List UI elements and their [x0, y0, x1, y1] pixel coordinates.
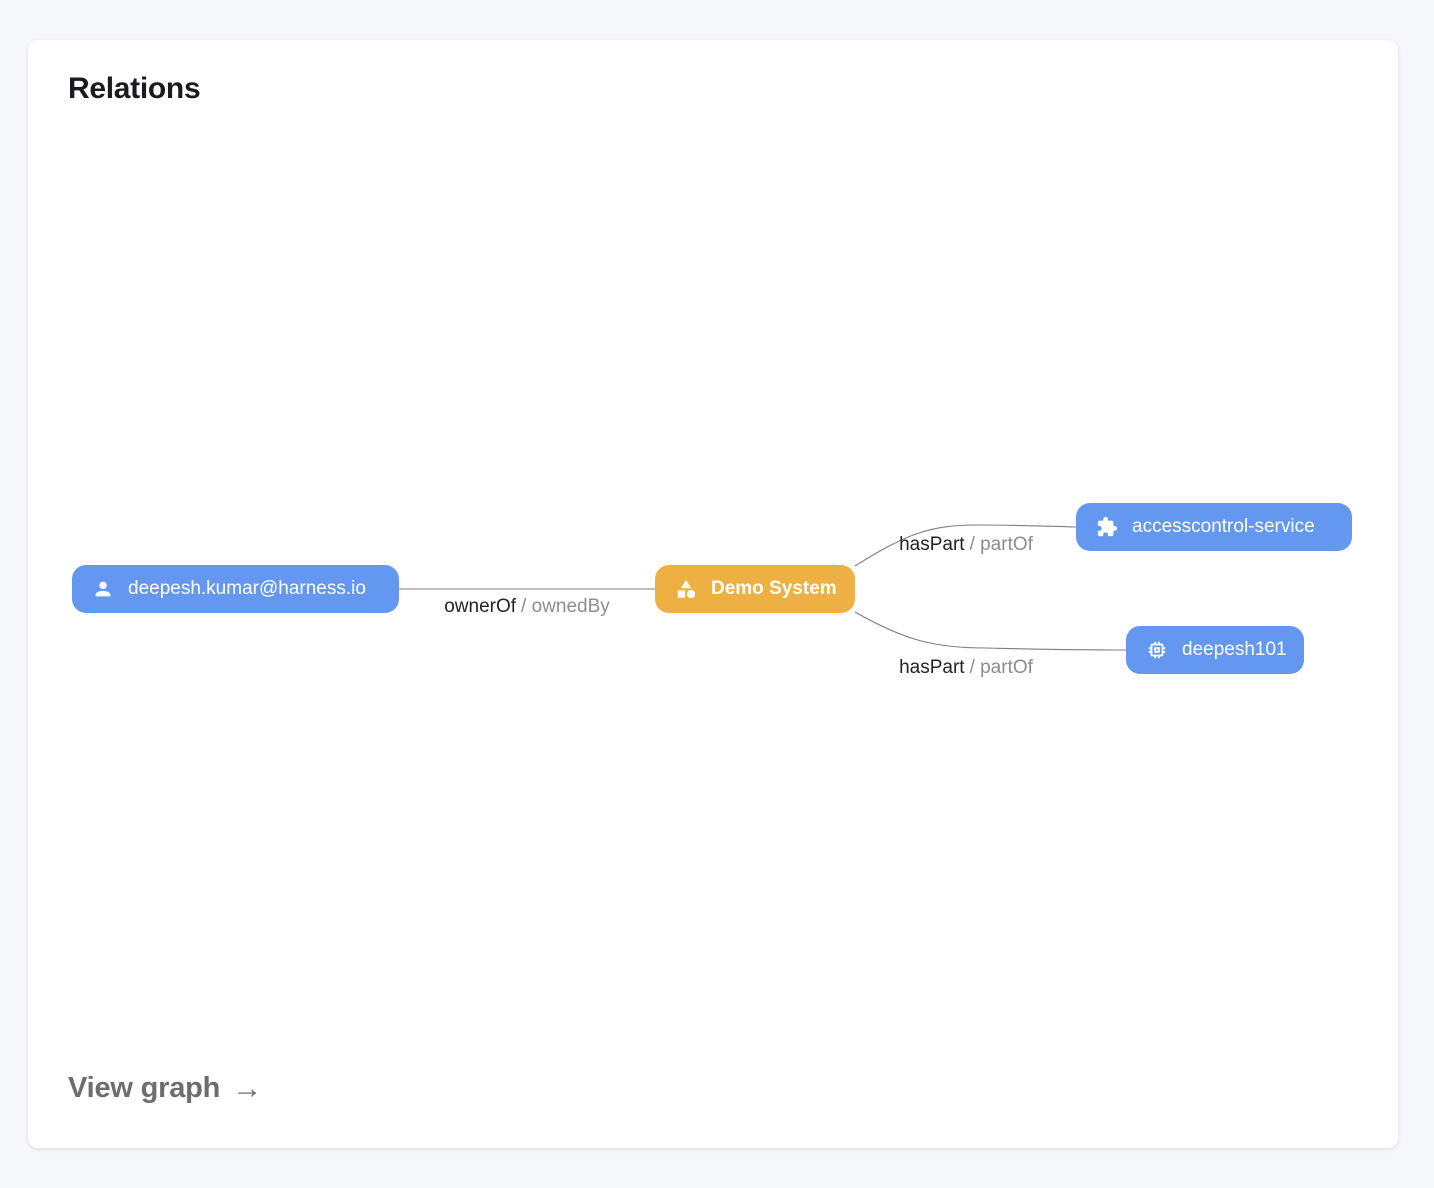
edge-label-primary: ownerOf — [444, 596, 517, 617]
edge-label-ownerof: ownerOf/ ownedBy — [444, 596, 610, 618]
category-icon — [675, 578, 697, 600]
extension-puzzle-icon — [1096, 516, 1118, 538]
edge-label-secondary: / partOf — [969, 657, 1033, 678]
edge-haspart-component — [854, 611, 1127, 651]
node-user-entity[interactable]: deepesh.kumar@harness.io — [72, 565, 399, 613]
node-component-entity[interactable]: deepesh101 — [1126, 626, 1304, 674]
user-icon — [92, 578, 114, 600]
relation-edges — [399, 524, 1127, 651]
arrow-right-icon: → — [232, 1071, 262, 1105]
view-graph-label: View graph — [68, 1072, 221, 1104]
view-graph-link[interactable]: View graph → — [68, 1072, 262, 1105]
edge-label-primary: hasPart — [899, 534, 965, 555]
relations-graph: ownerOf/ ownedBy hasPart/ partOf hasPart… — [28, 40, 1398, 1148]
memory-chip-icon — [1146, 639, 1168, 661]
edge-label-haspart-component: hasPart/ partOf — [899, 657, 1033, 679]
node-label: accesscontrol-service — [1132, 516, 1315, 537]
edge-label-haspart-service: hasPart/ partOf — [899, 534, 1033, 556]
node-label: deepesh.kumar@harness.io — [128, 578, 366, 599]
edge-haspart-service — [854, 524, 1077, 567]
node-label: deepesh101 — [1182, 639, 1287, 660]
edge-label-secondary: / partOf — [969, 534, 1033, 555]
node-system-entity[interactable]: Demo System — [655, 565, 855, 613]
edge-label-primary: hasPart — [899, 657, 965, 678]
card-title: Relations — [68, 72, 201, 105]
edge-label-secondary: / ownedBy — [521, 596, 610, 617]
relations-card: Relations ownerOf/ ownedBy hasPart/ part… — [28, 40, 1398, 1148]
node-service-entity[interactable]: accesscontrol-service — [1076, 503, 1352, 551]
node-label: Demo System — [711, 578, 837, 599]
